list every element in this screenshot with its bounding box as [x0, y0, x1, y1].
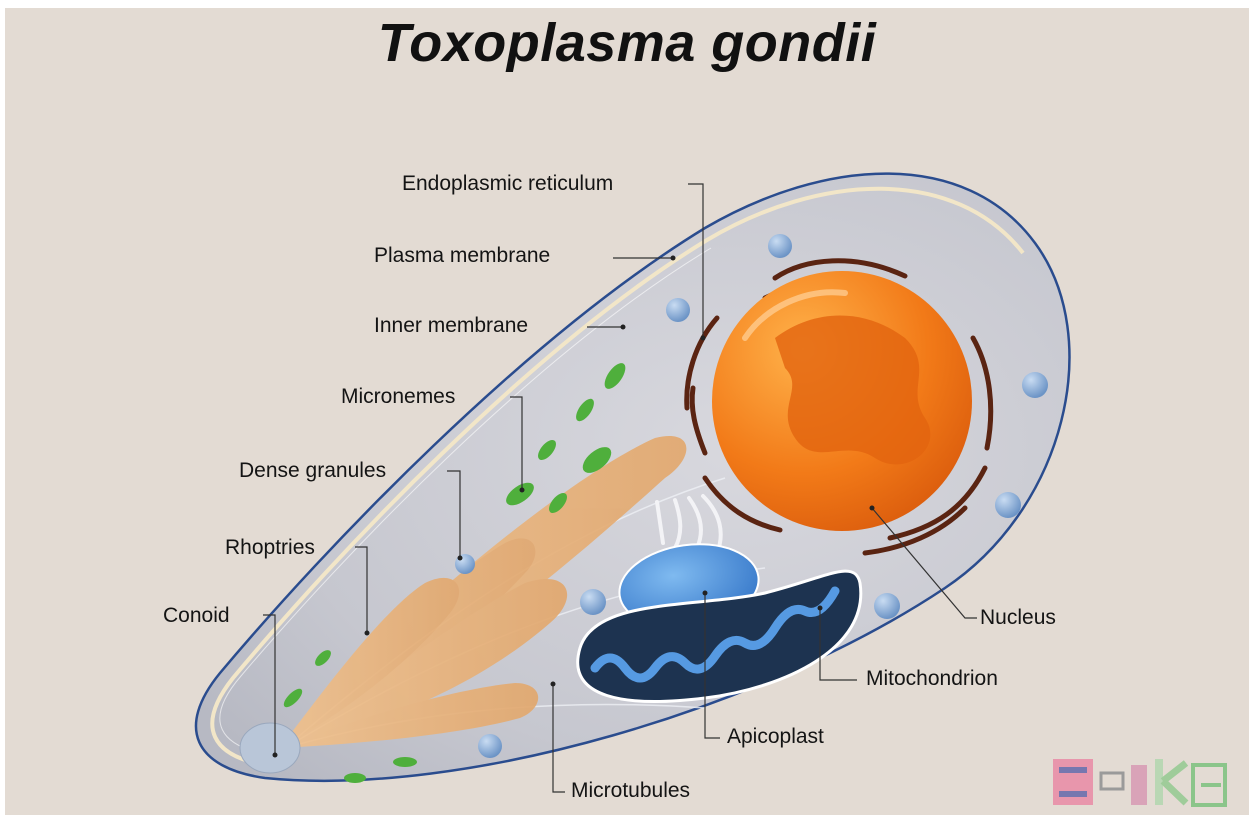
- label-dense-granules: Dense granules: [239, 459, 386, 483]
- label-endoplasmic-reticulum: Endoplasmic reticulum: [402, 172, 613, 196]
- watermark-logo: [1051, 751, 1231, 811]
- label-inner-membrane: Inner membrane: [374, 314, 528, 338]
- label-conoid: Conoid: [163, 604, 230, 628]
- label-nucleus: Nucleus: [980, 606, 1056, 630]
- diagram-canvas: Toxoplasma gondii: [5, 8, 1249, 815]
- label-mitochondrion: Mitochondrion: [866, 667, 998, 691]
- label-apicoplast: Apicoplast: [727, 725, 824, 749]
- label-microtubules: Microtubules: [571, 779, 690, 803]
- label-micronemes: Micronemes: [341, 385, 455, 409]
- label-rhoptries: Rhoptries: [225, 536, 315, 560]
- cell-illustration: [5, 8, 1249, 815]
- label-plasma-membrane: Plasma membrane: [374, 244, 550, 268]
- conoid-shape: [240, 723, 300, 773]
